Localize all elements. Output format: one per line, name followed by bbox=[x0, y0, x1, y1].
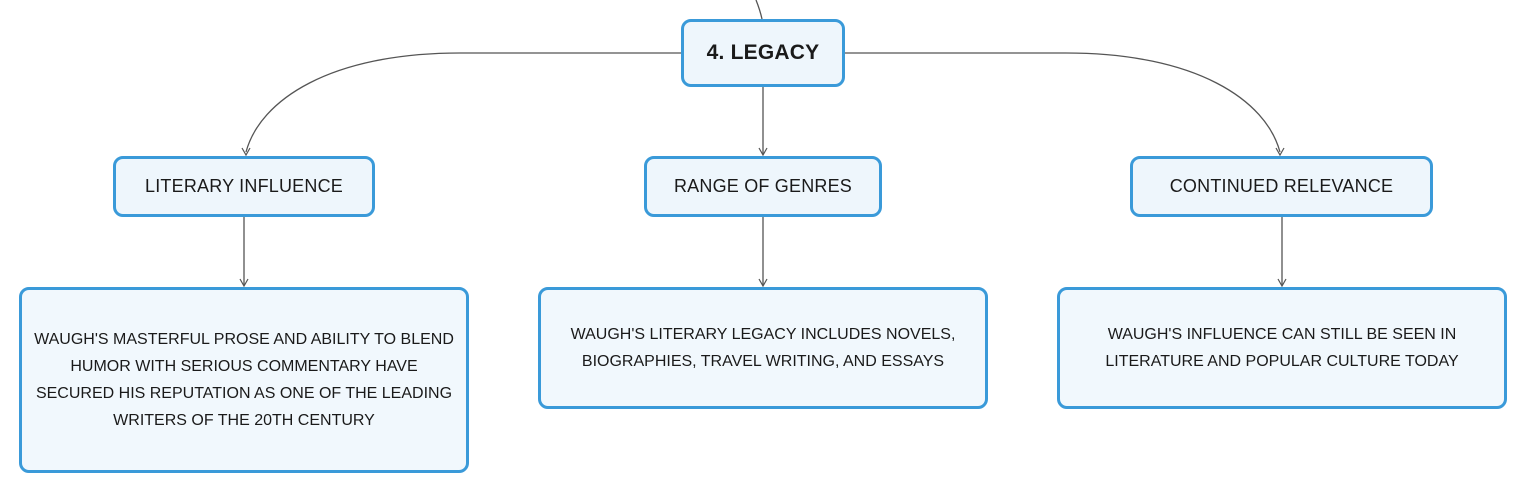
detail-node-range-of-genres[interactable]: WAUGH'S LITERARY LEGACY INCLUDES NOVELS,… bbox=[538, 287, 988, 409]
topic-node-range-of-genres[interactable]: RANGE OF GENRES bbox=[644, 156, 882, 217]
root-node-label: 4. LEGACY bbox=[706, 41, 820, 64]
detail-node-text: WAUGH'S INFLUENCE CAN STILL BE SEEN IN L… bbox=[1105, 326, 1459, 370]
topic-node-label: LITERARY INFLUENCE bbox=[145, 176, 343, 196]
root-node-legacy[interactable]: 4. LEGACY bbox=[681, 19, 845, 87]
connector-root-to-literary-influence bbox=[245, 52, 681, 153]
detail-node-text: WAUGH'S LITERARY LEGACY INCLUDES NOVELS,… bbox=[570, 326, 956, 370]
detail-node-continued-relevance[interactable]: WAUGH'S INFLUENCE CAN STILL BE SEEN IN L… bbox=[1057, 287, 1507, 409]
connector-root-to-continued-relevance bbox=[845, 52, 1281, 153]
detail-node-text: WAUGH'S MASTERFUL PROSE AND ABILITY TO B… bbox=[34, 331, 454, 429]
topic-node-label: RANGE OF GENRES bbox=[673, 176, 853, 196]
topic-node-continued-relevance[interactable]: CONTINUED RELEVANCE bbox=[1130, 156, 1433, 217]
topic-node-label: CONTINUED RELEVANCE bbox=[1169, 176, 1394, 196]
topic-node-literary-influence[interactable]: LITERARY INFLUENCE bbox=[113, 156, 375, 217]
connector-from-parent bbox=[755, 0, 763, 20]
detail-node-literary-influence[interactable]: WAUGH'S MASTERFUL PROSE AND ABILITY TO B… bbox=[19, 287, 469, 473]
